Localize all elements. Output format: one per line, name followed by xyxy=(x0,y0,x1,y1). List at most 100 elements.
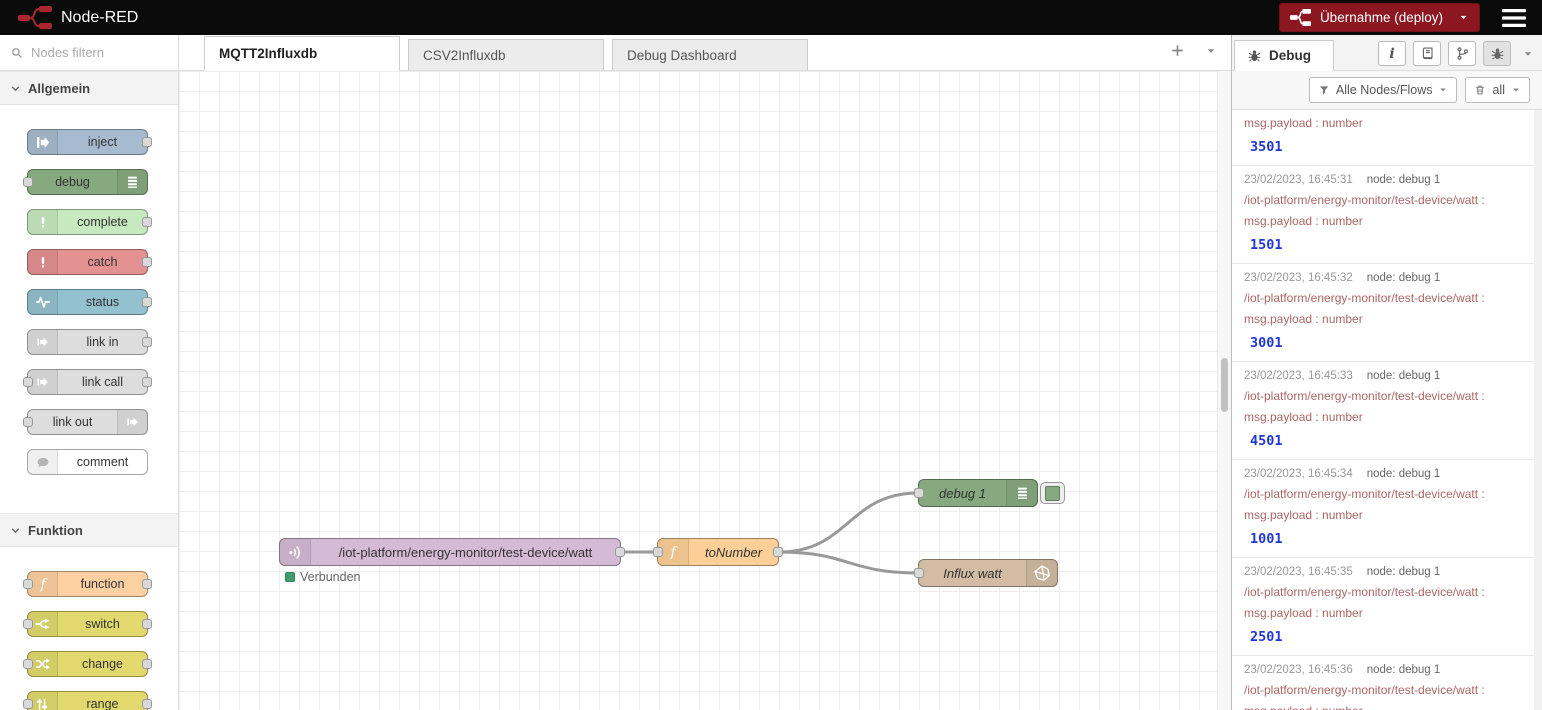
bug-icon xyxy=(1247,48,1262,63)
debug-toolbar: Alle Nodes/Flows all xyxy=(1232,71,1542,110)
palette-node-link-call[interactable]: link call xyxy=(23,369,152,395)
flow-list-chevron-icon[interactable] xyxy=(1205,45,1217,57)
debug-message-payload-label: msg.payload : number xyxy=(1244,410,1363,424)
node-port-out[interactable] xyxy=(142,337,152,347)
node-port-in[interactable] xyxy=(23,699,33,709)
sidebar-info-button[interactable]: i xyxy=(1378,41,1406,66)
canvas-scrollbar[interactable] xyxy=(1217,71,1231,710)
node-port-in[interactable] xyxy=(23,659,33,669)
sidebar-tabbar: Debug i xyxy=(1232,35,1542,71)
palette-node-switch[interactable]: switch xyxy=(23,611,152,637)
flow-canvas[interactable]: /iot-platform/energy-monitor/test-device… xyxy=(179,71,1231,710)
node-port-out[interactable] xyxy=(142,377,152,387)
debug-toggle-state xyxy=(1045,485,1060,501)
node-port-out[interactable] xyxy=(142,137,152,147)
node-port-out[interactable] xyxy=(773,547,783,557)
main-menu-button[interactable] xyxy=(1502,8,1526,27)
debug-message-timestamp: 23/02/2023, 16:45:31 xyxy=(1244,174,1353,186)
flow-tab-mqtt2influxdb[interactable]: MQTT2Influxdb xyxy=(204,36,400,71)
sidebar-scrollbar[interactable] xyxy=(1534,110,1542,710)
palette-node-catch[interactable]: catch xyxy=(27,249,152,275)
palette-node-label: comment xyxy=(76,455,129,469)
flow-node-debug1[interactable]: debug 1 xyxy=(914,479,1038,507)
flow-tab-debug-dashboard[interactable]: Debug Dashboard xyxy=(612,39,808,70)
bug-icon xyxy=(1490,46,1505,61)
header: Node-RED Übernahme (deploy) xyxy=(0,0,1542,35)
node-port-out[interactable] xyxy=(142,297,152,307)
palette-node-link-out[interactable]: link out xyxy=(23,409,148,435)
debug-message-timestamp: 23/02/2023, 16:45:33 xyxy=(1244,370,1353,382)
sidebar-book-button[interactable] xyxy=(1413,41,1441,66)
palette-node-label: link out xyxy=(52,415,93,429)
palette-category-label: Allgemein xyxy=(28,80,91,96)
node-port-out[interactable] xyxy=(142,257,152,267)
palette-node-inject[interactable]: inject xyxy=(27,129,152,155)
debug-filter-button[interactable]: Alle Nodes/Flows xyxy=(1308,77,1458,103)
debug-clear-button[interactable]: all xyxy=(1465,77,1530,103)
range-icon xyxy=(35,696,50,710)
node-port-in[interactable] xyxy=(23,619,33,629)
debug-message-node: node: debug 1 xyxy=(1366,174,1441,186)
node-port-in[interactable] xyxy=(653,547,663,557)
palette-node-link-in[interactable]: link in xyxy=(27,329,152,355)
node-port-out[interactable] xyxy=(142,579,152,589)
svg-text:f: f xyxy=(39,576,48,592)
palette-node-range[interactable]: range xyxy=(23,691,152,710)
palette-node-debug[interactable]: debug xyxy=(23,169,148,195)
palette-category-allgemein[interactable]: Allgemein xyxy=(0,71,178,105)
sidebar-branch-button[interactable] xyxy=(1448,41,1476,66)
flow-tab-csv2influxdb[interactable]: CSV2Influxdb xyxy=(408,39,604,70)
node-port-in[interactable] xyxy=(914,568,924,578)
palette-category-funktion[interactable]: Funktion xyxy=(0,513,178,547)
node-port-out[interactable] xyxy=(142,217,152,227)
deploy-icon xyxy=(1289,8,1311,27)
node-port-in[interactable] xyxy=(23,377,33,387)
flow-node-influx[interactable]: Influx watt xyxy=(914,559,1058,587)
node-status: Verbunden xyxy=(285,570,360,584)
wire[interactable] xyxy=(777,491,920,554)
flow-node-mqtt[interactable]: /iot-platform/energy-monitor/test-device… xyxy=(279,538,625,566)
palette-node-comment[interactable]: comment xyxy=(27,449,148,475)
add-flow-button[interactable] xyxy=(1170,43,1185,58)
debug-message-node: node: debug 1 xyxy=(1366,272,1441,284)
debug-message[interactable]: 23/02/2023, 16:45:31 node: debug 1/iot-pl… xyxy=(1232,166,1542,264)
flow-node-label: debug 1 xyxy=(939,485,986,501)
debug-icon xyxy=(125,174,140,190)
chevron-down-icon xyxy=(10,525,21,536)
sidebar-options-chevron-icon[interactable] xyxy=(1522,48,1534,60)
debug-message-topic: /iot-platform/energy-monitor/test-device… xyxy=(1244,193,1485,207)
wire[interactable] xyxy=(777,550,920,575)
node-port-in[interactable] xyxy=(914,488,924,498)
node-port-out[interactable] xyxy=(615,547,625,557)
debug-message-payload-label: msg.payload : number xyxy=(1244,704,1522,710)
node-port-out[interactable] xyxy=(142,659,152,669)
deploy-button[interactable]: Übernahme (deploy) xyxy=(1278,3,1480,32)
inject-icon xyxy=(34,134,51,151)
debug-toggle-button[interactable] xyxy=(1040,482,1065,504)
node-port-out[interactable] xyxy=(142,699,152,709)
palette-node-status[interactable]: status xyxy=(27,289,152,315)
palette-search-input[interactable]: Nodes filtern xyxy=(0,35,178,71)
tab-debug[interactable]: Debug xyxy=(1234,40,1334,71)
palette-node-change[interactable]: change xyxy=(23,651,152,677)
node-port-out[interactable] xyxy=(142,619,152,629)
sidebar-bug-button[interactable] xyxy=(1483,41,1511,66)
node-port-in[interactable] xyxy=(23,579,33,589)
deploy-options-chevron-icon[interactable] xyxy=(1458,12,1469,23)
canvas-scrollbar-thumb[interactable] xyxy=(1221,358,1228,412)
node-port-in[interactable] xyxy=(23,177,33,187)
node-port-in[interactable] xyxy=(23,417,33,427)
flow-node-label: /iot-platform/energy-monitor/test-device… xyxy=(338,544,593,560)
palette-node-complete[interactable]: complete xyxy=(27,209,152,235)
palette-category-label: Funktion xyxy=(28,522,83,538)
